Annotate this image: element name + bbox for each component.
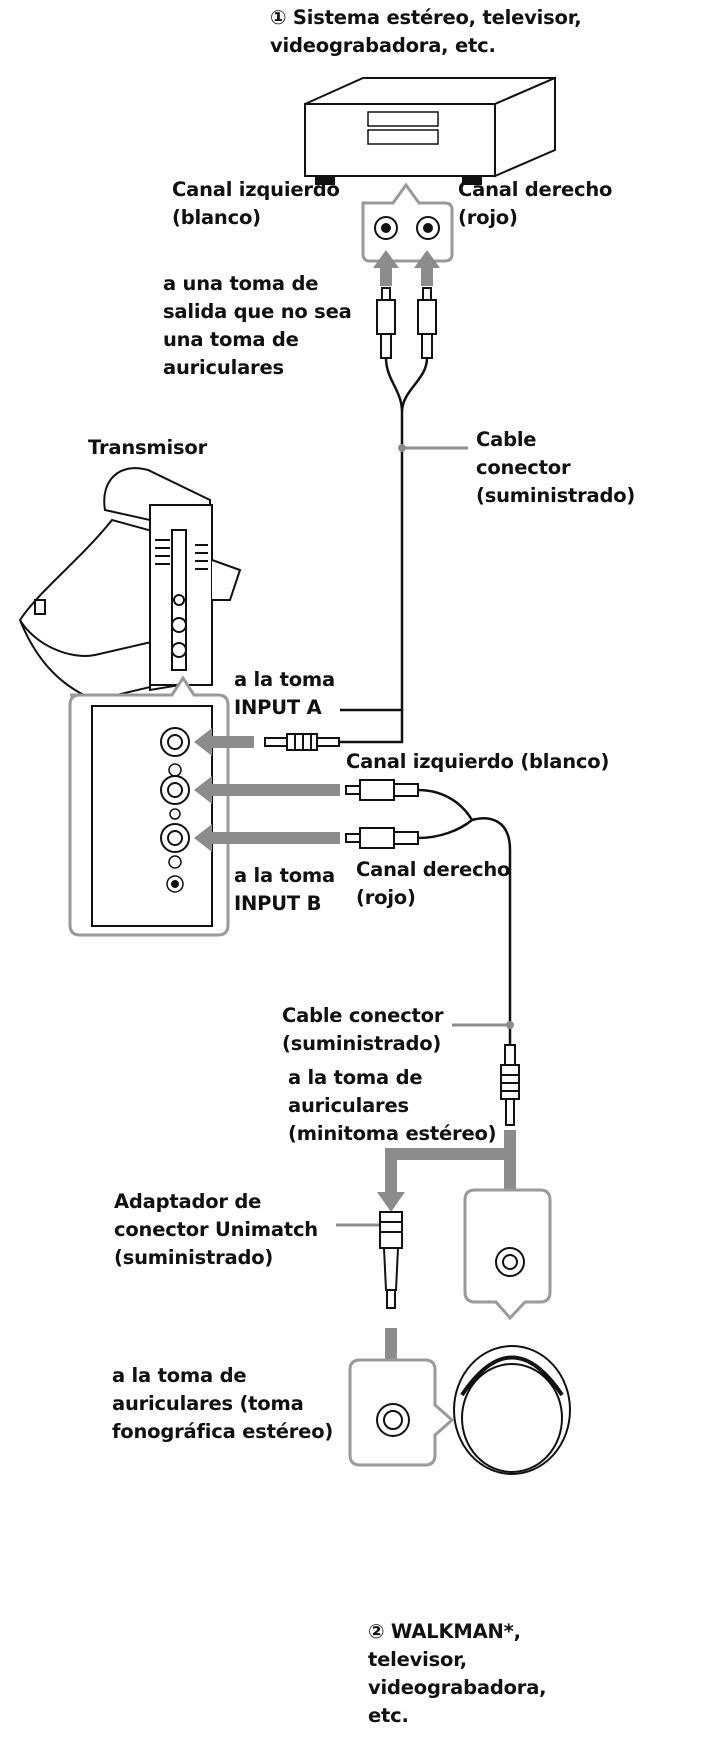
cable-bottom-label: Cable conector (suministrado)	[282, 1004, 444, 1055]
rca-plugs-top	[376, 287, 437, 359]
arrows-to-transmitter	[194, 728, 340, 852]
source-2-label: ② WALKMAN*, televisor, videograbadora, e…	[368, 1620, 547, 1727]
cable-y-split-bottom	[417, 788, 512, 1045]
mini-plug-input-a	[264, 733, 340, 751]
output-jack-note-label: a una toma de salida que no sea una toma…	[163, 272, 352, 379]
stereo-system-device	[304, 76, 556, 185]
arrows-to-stereo-outputs	[373, 250, 440, 286]
source-1-label: ① Sistema estéreo, televisor, videograba…	[270, 6, 582, 57]
walkman-device	[453, 1345, 571, 1475]
input-a-label: a la toma INPUT A	[234, 668, 335, 719]
mini-plug-headphone	[500, 1044, 520, 1126]
input-b-label: a la toma INPUT B	[234, 864, 335, 915]
right-channel-mid-label: Canal derecho (rojo)	[356, 858, 511, 909]
cable-top-label: Cable conector (suministrado)	[476, 428, 636, 507]
stereo-output-callout	[361, 182, 454, 263]
transmitter-jack-panel	[68, 675, 230, 937]
cable-y-split-top	[340, 357, 429, 712]
left-channel-top-label: Canal izquierdo (blanco)	[172, 178, 340, 229]
transmitter-label: Transmisor	[88, 436, 208, 459]
phone-jack-callout	[348, 1358, 455, 1467]
mini-jack-callout	[463, 1188, 552, 1321]
headphone-mini-label: a la toma de auriculares (minitoma estér…	[288, 1066, 497, 1145]
adaptor-label: Adaptador de conector Unimatch (suminist…	[114, 1190, 318, 1269]
unimatch-adaptor	[379, 1211, 403, 1309]
left-channel-mid-label: Canal izquierdo (blanco)	[346, 750, 610, 773]
right-channel-top-label: Canal derecho (rojo)	[458, 178, 613, 229]
rca-plugs-input-b	[345, 779, 419, 849]
transmitter-device	[18, 467, 242, 702]
headphone-phone-label: a la toma de auriculares (toma fonográfi…	[112, 1364, 334, 1443]
